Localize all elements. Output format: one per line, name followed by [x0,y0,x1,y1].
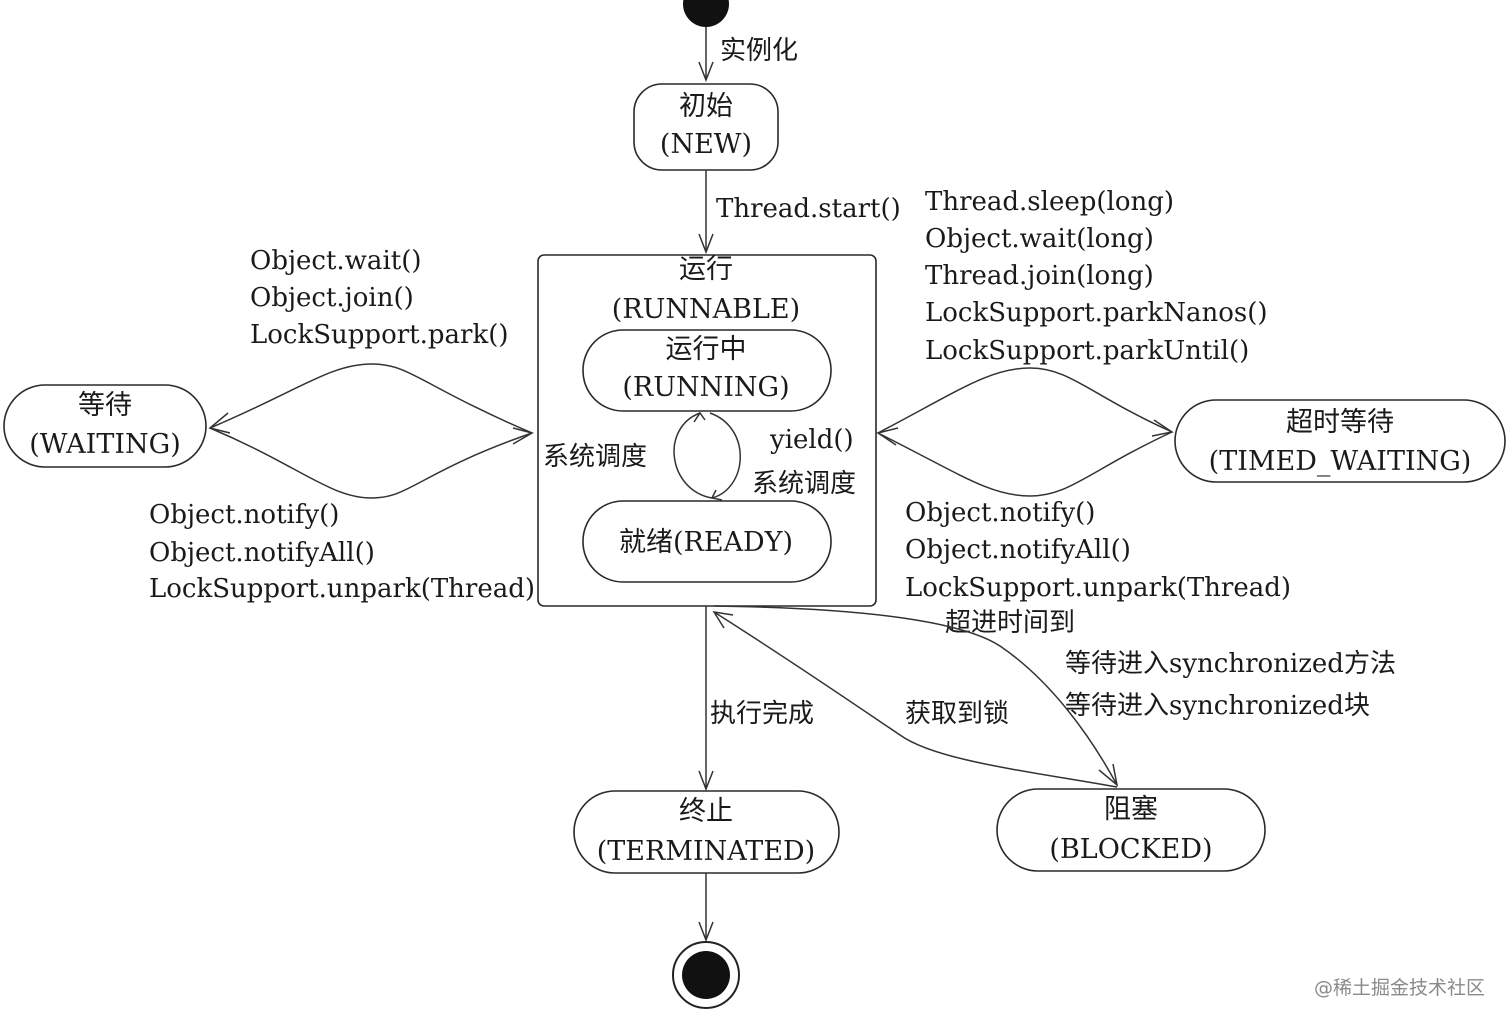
state-running-zh: 运行中 [666,334,747,365]
state-waiting: 等待 (WAITING) [3,384,207,468]
state-running-en: (RUNNING) [622,372,789,403]
label-from-waiting-1: Object.notify() [149,500,339,530]
edge-instantiate [698,27,714,83]
initial-node [683,0,729,27]
edge-from-timed-waiting [876,427,1173,497]
label-from-timed-4: 超进时间到 [945,608,1075,638]
label-to-timed-1: Thread.sleep(long) [925,187,1174,217]
edge-final [698,873,714,943]
label-complete: 执行完成 [710,699,814,729]
label-to-timed-4: LockSupport.parkNanos() [925,298,1267,328]
state-blocked-en: (BLOCKED) [1049,834,1212,865]
label-from-waiting-3: LockSupport.unpark(Thread) [149,574,535,604]
label-to-waiting-1: Object.wait() [250,246,422,276]
label-to-timed-3: Thread.join(long) [925,261,1154,291]
edge-complete [698,606,714,792]
label-to-waiting-3: LockSupport.park() [250,320,509,350]
label-to-blocked-1: 等待进入synchronized方法 [1065,649,1396,679]
label-acquire-lock: 获取到锁 [905,699,1009,729]
label-start: Thread.start() [716,194,901,224]
state-running: 运行中 (RUNNING) [582,329,832,412]
state-new: 初始 (NEW) [633,83,779,171]
state-ready: 就绪(READY) [582,500,832,583]
edge-to-timed-waiting [877,367,1174,437]
edge-scheduling-loop [673,411,741,501]
label-to-timed-5: LockSupport.parkUntil() [925,336,1249,366]
state-waiting-en: (WAITING) [29,429,181,460]
state-timed-waiting: 超时等待 (TIMED_WAITING) [1174,399,1506,483]
state-terminated-zh: 终止 [679,796,733,827]
label-running-to-ready: 系统调度 [752,469,856,499]
edge-acquire-lock [712,611,1118,788]
state-ready-label: 就绪(READY) [619,527,793,558]
state-terminated: 终止 (TERMINATED) [573,790,840,874]
label-from-timed-2: Object.notifyAll() [905,535,1131,565]
label-from-waiting-2: Object.notifyAll() [149,538,375,568]
state-blocked-zh: 阻塞 [1104,794,1158,825]
state-blocked: 阻塞 (BLOCKED) [996,788,1266,872]
edge-start [698,170,714,255]
final-node [672,941,740,1009]
label-from-timed-1: Object.notify() [905,498,1095,528]
label-to-blocked-2: 等待进入synchronized块 [1065,691,1370,721]
state-terminated-en: (TERMINATED) [597,836,815,867]
label-instantiate: 实例化 [720,36,798,66]
edge-from-waiting [209,427,534,499]
state-new-zh: 初始 [679,91,733,122]
edge-to-blocked [713,605,1119,787]
label-ready-to-running: 系统调度 [543,442,647,472]
state-runnable-zh: 运行 [679,254,733,285]
state-new-en: (NEW) [660,129,752,160]
state-runnable-en: (RUNNABLE) [612,294,800,325]
state-timed-waiting-zh: 超时等待 [1286,407,1394,438]
edge-to-waiting [208,363,533,434]
state-waiting-zh: 等待 [78,390,132,421]
label-to-timed-2: Object.wait(long) [925,224,1154,254]
label-yield: yield() [769,425,854,455]
watermark: @稀土掘金技术社区 [1314,977,1485,999]
label-to-waiting-2: Object.join() [250,283,414,313]
state-timed-waiting-en: (TIMED_WAITING) [1209,446,1472,477]
label-from-timed-3: LockSupport.unpark(Thread) [905,573,1291,603]
